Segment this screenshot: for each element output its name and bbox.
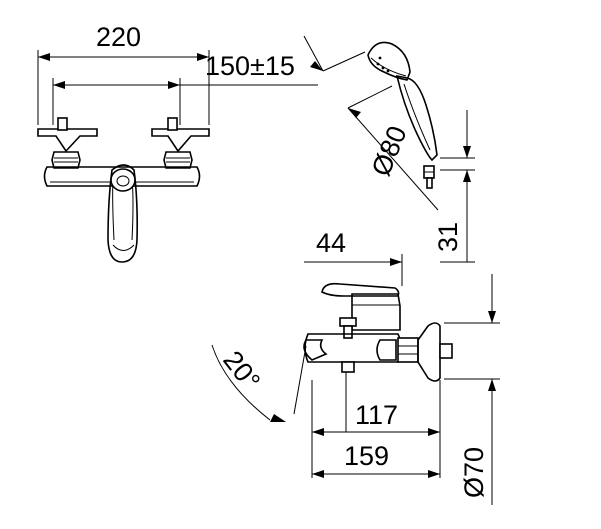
dim-flange-diameter: Ø70 xyxy=(444,274,500,505)
label-spout-reach: 117 xyxy=(355,400,398,430)
side-view xyxy=(303,282,453,382)
front-view xyxy=(37,117,210,263)
label-flange-diameter: Ø70 xyxy=(459,447,489,498)
dim-center-distance: 150±15 xyxy=(52,51,318,125)
dim-handle-height: 31 xyxy=(433,110,475,263)
label-center-distance: 150±15 xyxy=(205,51,295,81)
label-lever-length: 44 xyxy=(316,228,346,258)
dim-lever-length: 44 xyxy=(304,228,403,286)
dim-spout-angle: 20° xyxy=(211,344,307,422)
dim-spout-reach: 117 xyxy=(311,372,441,478)
hand-shower-view xyxy=(367,41,438,189)
label-spout-angle: 20° xyxy=(217,345,266,396)
label-handle-height: 31 xyxy=(433,222,463,252)
dim-overall-width: 220 xyxy=(37,22,210,125)
label-overall-width: 220 xyxy=(96,22,141,52)
label-hand-shower-diameter: Ø80 xyxy=(366,122,413,181)
dim-total-projection: 159 xyxy=(312,441,440,478)
label-total-projection: 159 xyxy=(344,441,389,471)
